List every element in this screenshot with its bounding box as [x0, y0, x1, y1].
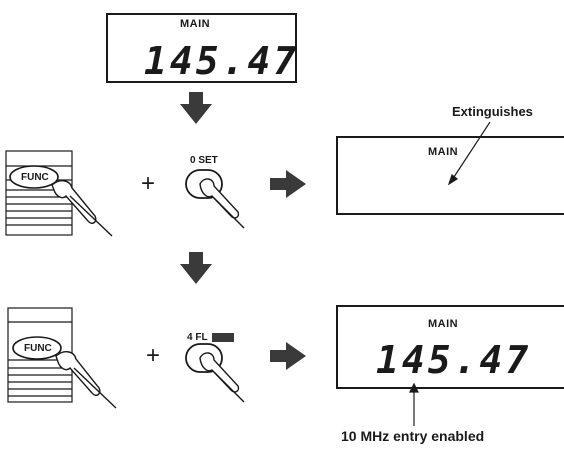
- step1-0set-key-icon: [186, 170, 244, 228]
- down-arrow-1: [180, 92, 212, 124]
- step2-plus-symbol: +: [146, 342, 160, 370]
- step1-func-keypad-icon: [6, 151, 112, 236]
- 10mhz-entry-callout: 10 MHz entry enabled: [341, 428, 484, 444]
- right-arrow-1: [270, 170, 306, 198]
- step2-4fl-key-icon: [186, 344, 244, 402]
- right-arrow-2: [270, 342, 306, 370]
- step2-result-main-label: MAIN: [428, 318, 458, 330]
- step1-plus-symbol: +: [141, 170, 155, 198]
- step2-func-label: FUNC: [24, 343, 52, 354]
- extinguishes-callout: Extinguishes: [452, 104, 533, 119]
- step1-result-main-label: MAIN: [428, 146, 458, 158]
- scan-badge-icon: [212, 333, 234, 342]
- down-arrow-2: [180, 252, 212, 284]
- step1-0set-label: 0 SET: [190, 155, 218, 166]
- step2-4fl-label: 4 FL: [187, 332, 208, 343]
- 10mhz-pointer: [410, 384, 418, 426]
- step2-result-frequency: 145.47: [376, 338, 531, 382]
- step2-func-keypad-icon: [8, 308, 116, 408]
- step1-func-label: FUNC: [21, 172, 49, 183]
